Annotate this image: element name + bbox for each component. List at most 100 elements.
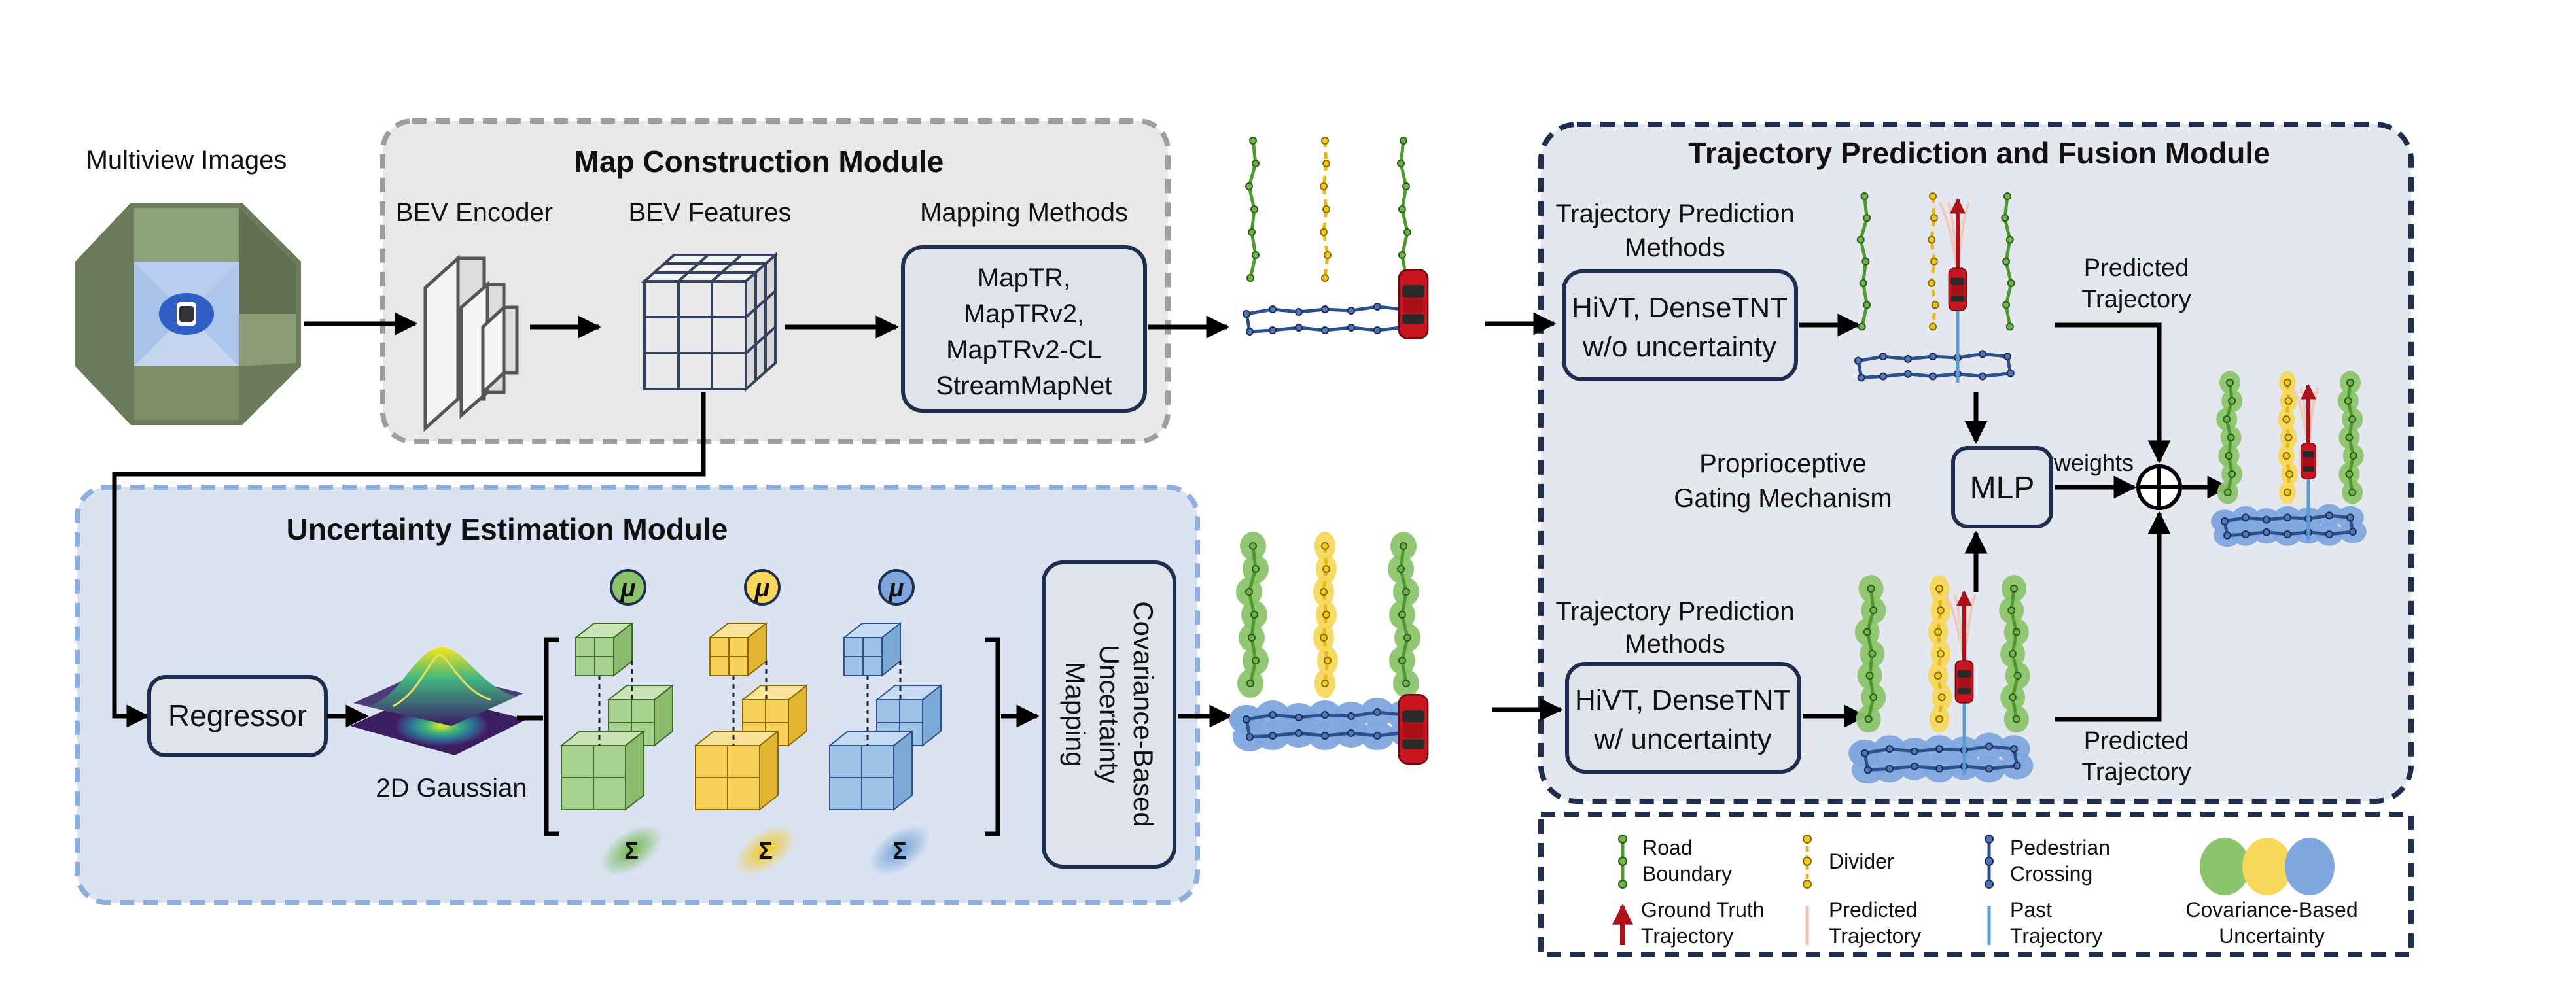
bev-features-grid <box>641 252 779 392</box>
traj-bottom-road-point <box>1865 672 1874 680</box>
map-top-road-point <box>1252 251 1260 259</box>
gating-label-2: Gating Mechanism <box>1674 484 1892 513</box>
traj-top-crossing-point <box>1929 372 1937 381</box>
svg-text:μ: μ <box>754 575 770 602</box>
bev-features-label: BEV Features <box>628 198 791 227</box>
traj-bottom-divider-point <box>1936 649 1945 658</box>
traj-fused-crossing-point <box>2346 513 2354 522</box>
svg-text:Covariance-Based: Covariance-Based <box>1128 601 1159 827</box>
svg-text:w/o uncertainty: w/o uncertainty <box>1582 331 1776 363</box>
top-method-box: HiVT, DenseTNT w/o uncertainty <box>1562 269 1798 381</box>
map-top-road-point <box>1398 251 1406 259</box>
map-bottom-divider-point <box>1322 565 1330 573</box>
cube-side <box>893 729 913 812</box>
predicted-bottom-label-1: Predicted <box>2084 727 2189 755</box>
bracket-left <box>544 637 559 836</box>
traj-top-road-point <box>2002 257 2011 266</box>
mapping-methods-label: Mapping Methods <box>920 198 1128 227</box>
traj-bottom-crossing-point <box>2010 745 2018 753</box>
map-top-divider-point <box>1321 137 1329 145</box>
map-bottom-crossing-point <box>1243 715 1250 723</box>
traj-fused-divider-point <box>2284 434 2293 441</box>
top-methods-label-1: Trajectory Prediction <box>1555 199 1794 228</box>
weights-label: weights <box>2053 449 2134 476</box>
traj-bottom-crossing-point <box>1886 765 1894 773</box>
map-bottom-crossing-point <box>1269 732 1277 740</box>
gaussian-label: 2D Gaussian <box>376 774 527 802</box>
svg-text:Uncertainty: Uncertainty <box>2219 924 2325 948</box>
trajectory-module-title: Trajectory Prediction and Fusion Module <box>1688 136 2270 170</box>
traj-top-road-point <box>1858 322 1866 331</box>
map-top-divider-point <box>1320 228 1328 236</box>
traj-fused-road-point <box>2345 434 2354 441</box>
map-module-title: Map Construction Module <box>574 145 944 179</box>
traj-top-crossing-point <box>1854 356 1862 365</box>
ego-car-icon <box>1398 694 1429 765</box>
traj-top-crossing-point <box>1979 350 1986 358</box>
map-bottom-road-point <box>1398 611 1406 619</box>
svg-text:Ground Truth: Ground Truth <box>1641 898 1765 921</box>
traj-top-road-point <box>2005 322 2014 331</box>
legend-cov-uncertainty: Covariance-Based Uncertainty <box>2185 838 2358 948</box>
map-top-road-point <box>1397 160 1405 167</box>
svg-text:Σ: Σ <box>758 837 773 864</box>
map-bottom-crossing-point <box>1321 711 1329 719</box>
map-bottom-crossing-point <box>1269 711 1277 719</box>
svg-text:MLP: MLP <box>1970 471 2035 506</box>
legend-divider: Divider <box>1803 835 1894 889</box>
traj-top-crossing-point <box>1904 370 1912 378</box>
svg-text:HiVT, DenseTNT: HiVT, DenseTNT <box>1575 684 1791 716</box>
multiview-images <box>75 203 301 425</box>
fusion-plus-icon <box>2136 464 2182 510</box>
map-top-crossing-point <box>1321 326 1329 334</box>
traj-fused-crossing-point <box>2263 515 2270 524</box>
legend-pedestrian-crossing: Pedestrian Crossing <box>1985 835 2110 889</box>
svg-text:Mapping: Mapping <box>1060 661 1091 766</box>
svg-text:Trajectory: Trajectory <box>1641 924 1733 948</box>
map-top-crossing-point <box>1295 308 1303 316</box>
traj-fused-crossing-point <box>2263 528 2270 536</box>
map-top-road-point <box>1250 205 1258 213</box>
traj-fused-crossing-point <box>2221 517 2229 525</box>
gating-label-1: Proprioceptive <box>1699 449 1867 478</box>
traj-bottom-road-point <box>2009 649 2017 658</box>
map-top-crossing-point <box>1246 328 1254 336</box>
traj-fused-divider-point <box>2282 452 2291 460</box>
traj-fused-road-point <box>2345 470 2354 478</box>
map-top-crossing-point <box>1269 326 1277 334</box>
sigma-blob-green: Σ <box>599 824 663 876</box>
map-bottom-crossing-point <box>1347 712 1355 720</box>
cube-side <box>625 729 644 812</box>
arrow-features-to-regressor <box>112 392 706 728</box>
traj-fused-crossing-point <box>2349 528 2357 536</box>
map-bottom-crossing-point <box>1295 714 1303 721</box>
predicted-trajectory-top <box>1854 192 2015 383</box>
mu-circle-blue: μ <box>878 569 915 606</box>
traj-top-road-point <box>1860 192 1869 200</box>
hd-map-without-uncertainty <box>1243 137 1429 339</box>
traj-top-road-point <box>2007 279 2015 287</box>
map-bottom-road-point <box>1249 542 1257 550</box>
traj-bottom-crossing-point <box>1861 749 1869 757</box>
traj-fused-road-point <box>2228 470 2236 478</box>
map-top-divider-point <box>1321 274 1329 282</box>
traj-bottom-road-point <box>1867 585 1875 593</box>
svg-text:MapTR,: MapTR, <box>978 264 1070 292</box>
map-bottom-road-point <box>1397 565 1405 573</box>
traj-top-crossing-point <box>1979 372 1986 381</box>
svg-text:Past: Past <box>2010 898 2052 921</box>
cov-mapping-box: Covariance-Based Uncertainty Mapping <box>1042 560 1176 869</box>
traj-top-divider-point <box>1929 322 1937 331</box>
svg-text:HiVT, DenseTNT: HiVT, DenseTNT <box>1572 292 1788 324</box>
traj-bottom-car <box>1954 660 1974 704</box>
cube-side <box>759 729 779 812</box>
traj-bottom-crossing-point <box>1935 745 1943 753</box>
map-top-crossing-point <box>1295 324 1303 332</box>
map-bottom-crossing-point <box>1321 732 1329 740</box>
predicted-bottom-label-2: Trajectory <box>2081 759 2191 786</box>
gaussian-surface <box>350 647 527 755</box>
hd-map-with-uncertainty <box>1229 532 1429 765</box>
svg-text:Covariance-Based: Covariance-Based <box>2185 898 2357 921</box>
map-top-crossing-point <box>1347 324 1355 332</box>
traj-fused-crossing-point <box>2284 530 2291 538</box>
